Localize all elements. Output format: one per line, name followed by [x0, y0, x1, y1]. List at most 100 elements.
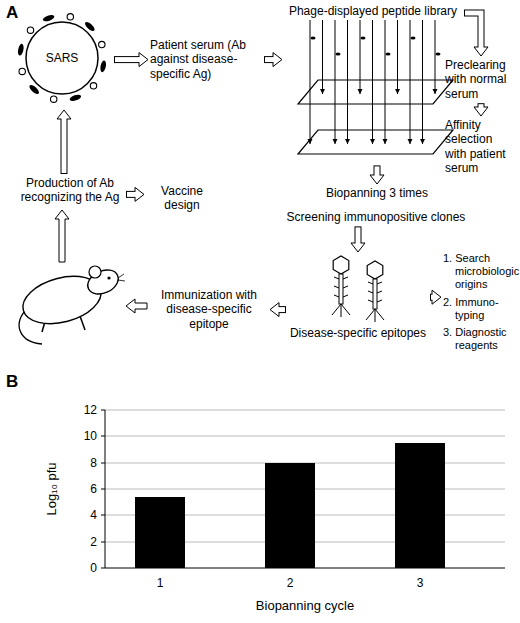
- block-arrow: [430, 290, 441, 304]
- layout-arrow: [55, 210, 147, 313]
- mouse-illustration: [118, 274, 124, 278]
- figure-stroke: [435, 20, 436, 94]
- figure-stroke: [367, 261, 383, 279]
- figure-stroke: [368, 300, 373, 302]
- figure-stroke: [334, 277, 339, 279]
- tick-label: 2: [90, 535, 97, 549]
- figure-stroke: [422, 20, 423, 144]
- list-item: 2. Immuno-typing: [443, 296, 518, 322]
- node-label: Disease-specific epitopes: [288, 326, 428, 340]
- arrow-shaft: [464, 13, 481, 47]
- figure-stroke: [343, 295, 348, 297]
- node-label: Vaccine design: [146, 184, 218, 213]
- mouse-illustration: [89, 266, 101, 278]
- text-node: Patient serum (Ab against disease-specif…: [150, 38, 262, 81]
- figure-stroke: [372, 20, 373, 144]
- figure-stroke: [27, 27, 33, 33]
- figure-stroke: [308, 139, 313, 144]
- figure-stroke: [310, 20, 311, 144]
- figure-stroke: [373, 279, 377, 309]
- virus-circle: SARS: [12, 8, 112, 108]
- tick-label: 1: [157, 576, 164, 590]
- block-arrow: [464, 13, 488, 56]
- bar: [265, 463, 315, 568]
- figure-stroke: [335, 20, 336, 144]
- figure-node: Phage-displayed peptide library: [284, 4, 462, 163]
- arrow-shaft-fill: [265, 57, 275, 62]
- arrow-shaft-fill: [375, 166, 380, 176]
- bar: [135, 443, 445, 568]
- figure-stroke: [343, 286, 348, 288]
- figure-stroke: [358, 89, 363, 94]
- text-node: 1. Search microbiologic origins 2. Immuno…: [443, 252, 518, 356]
- axis: [101, 489, 105, 490]
- figure-stroke: [298, 130, 453, 154]
- tick-label: 3: [417, 576, 424, 590]
- figure-node: Disease-specific epitopes: [288, 254, 428, 340]
- figure-stroke: [420, 139, 425, 144]
- bar-chart: [101, 410, 505, 568]
- figure-stroke: [361, 37, 366, 40]
- axis: [101, 463, 105, 464]
- figure-stroke: [28, 84, 40, 96]
- figure-stroke: [370, 139, 375, 144]
- figure-stroke: [320, 89, 325, 94]
- block-arrow: [126, 187, 144, 201]
- arrow-shaft-fill: [115, 57, 141, 62]
- bar: [395, 443, 445, 568]
- tick-label: 8: [90, 456, 97, 470]
- block-arrow: [270, 303, 286, 317]
- figure-stroke: [408, 139, 413, 144]
- mouse-illustration: [118, 280, 125, 281]
- figure-stroke: [298, 80, 453, 104]
- mouse-illustration: [107, 276, 110, 279]
- arrow-shaft-fill: [278, 307, 286, 312]
- text-node: Production of Ab recognizing the Ag: [16, 176, 124, 205]
- figure-stroke: [69, 93, 82, 102]
- axis: [101, 568, 105, 569]
- arrow-shaft-fill: [465, 13, 481, 49]
- figure-stroke: [42, 14, 55, 23]
- figure-stroke: [343, 277, 348, 279]
- node-label: Production of Ab recognizing the Ag: [16, 176, 124, 205]
- tick-label: 6: [90, 482, 97, 496]
- figure-stroke: [377, 282, 382, 284]
- axis: [101, 410, 105, 411]
- mouse-illustration: [80, 316, 85, 330]
- peptide-library-figure: [288, 18, 458, 163]
- figure-stroke: [322, 20, 323, 94]
- tick-label: 4: [90, 508, 97, 522]
- layout-arrow: [55, 210, 69, 262]
- figure-stroke: [397, 20, 398, 94]
- figure-stroke: [334, 286, 339, 288]
- tick-label: 12: [84, 403, 97, 417]
- figure-stroke: [347, 20, 348, 144]
- block-arrow: [57, 110, 71, 174]
- block-arrow: [264, 53, 282, 67]
- node-label: Immunization with disease-specific epito…: [150, 288, 268, 331]
- figure-stroke: [386, 53, 391, 56]
- figure-stroke: [410, 20, 411, 144]
- figure-stroke: [333, 256, 349, 274]
- node-label: Affinity selection with patient serum: [445, 118, 517, 176]
- figure-stroke: [377, 291, 382, 293]
- gridline: [105, 436, 505, 437]
- axis-title: Biopanning cycle: [256, 598, 354, 614]
- figure-stroke: [26, 22, 98, 94]
- arrow-shaft-fill: [479, 104, 484, 108]
- arrow-shaft-fill: [127, 192, 137, 197]
- figure-stroke: [334, 295, 339, 297]
- block-arrow: [114, 53, 148, 67]
- figure-stroke: [383, 139, 388, 144]
- list-item: 1. Search microbiologic origins: [443, 252, 518, 292]
- figure-stroke: [99, 60, 106, 73]
- axis-title: Log₁₀ pfu: [44, 462, 60, 515]
- figure-stroke: [411, 37, 416, 40]
- node-label: Screening immunopositive clones: [286, 210, 466, 224]
- figure-stroke: [339, 274, 343, 304]
- figure-stroke: [368, 282, 373, 284]
- text-node: Affinity selection with patient serum: [445, 118, 517, 176]
- phage-figure: [303, 254, 413, 326]
- arrow-head: [432, 290, 441, 304]
- mouse-illustration: [84, 265, 122, 298]
